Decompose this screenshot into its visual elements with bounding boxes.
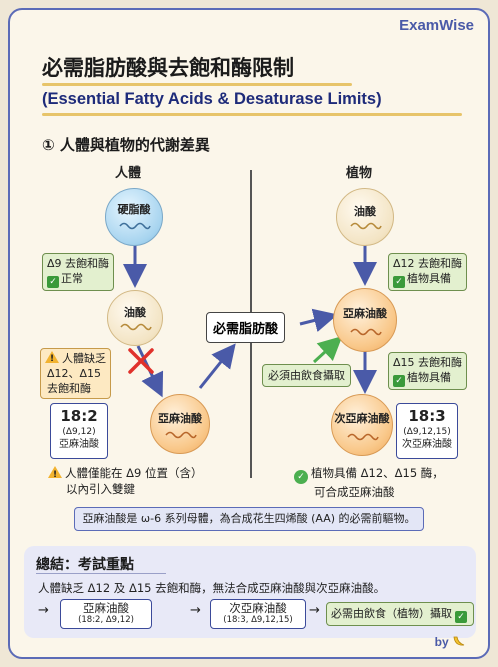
human-d9-enzyme-name: Δ9 去飽和酶: [47, 257, 110, 270]
oleic-acid-label-plant: 油酸: [354, 205, 376, 218]
linoleic-acid-label-plant: 亞麻油酸: [343, 307, 387, 320]
warning-icon: [45, 351, 59, 367]
plant-column-title: 植物: [346, 166, 373, 181]
summary-heading: 總結：考試重點: [36, 557, 134, 573]
wave-icon: [350, 222, 382, 230]
banana-icon: [453, 636, 465, 646]
summary-linolenic-box: 次亞麻油酸 (18:3, Δ9,12,15): [210, 599, 306, 629]
human-notation-name: 亞麻油酸: [59, 439, 99, 450]
wave-icon: [119, 222, 151, 230]
cross-icon: [128, 348, 154, 374]
section-title: ① 人體與植物的代謝差異: [42, 136, 210, 154]
human-note-line1: 人體僅能在 Δ9 位置（含）: [65, 466, 203, 480]
arrow-right-icon: →: [38, 603, 49, 618]
oleic-acid-label-human: 油酸: [124, 306, 146, 319]
summary-linolenic-title: 次亞麻油酸: [229, 601, 287, 615]
summary-linoleic-sub: (18:2, Δ9,12): [78, 615, 134, 625]
human-d9-enzyme-box: Δ9 去飽和酶 ✓正常: [42, 253, 115, 291]
oleic-acid-molecule-human: 油酸: [107, 290, 163, 346]
alpha-linolenic-acid-label: 次亞麻油酸: [334, 412, 390, 425]
summary-linoleic-title: 亞麻油酸: [83, 601, 129, 615]
linoleic-acid-molecule-human: 亞麻油酸: [150, 394, 210, 454]
arrow-right-icon: →: [309, 603, 320, 618]
check-icon: ✓: [393, 375, 405, 387]
plant-d15-enzyme-name: Δ15 去飽和酶: [393, 356, 463, 369]
human-d9-enzyme-status: 正常: [61, 272, 83, 285]
human-missing-enzyme-box: 人體缺乏 Δ12、Δ15 去飽和酶: [40, 348, 111, 399]
plant-note-line2: 可合成亞麻油酸: [314, 485, 395, 499]
title-underline: [42, 83, 352, 86]
summary-diet-text: 必需由飲食（植物）攝取: [331, 607, 452, 620]
stearic-acid-label: 硬脂酸: [117, 203, 151, 216]
alpha-linolenic-acid-molecule: 次亞麻油酸: [331, 394, 393, 456]
info-bar: 亞麻油酸是 ω-6 系列母體，為合成花生四烯酸 (AA) 的必需前驅物。: [74, 507, 424, 531]
human-note-line2: 以內引入雙鍵: [66, 482, 135, 496]
linoleic-acid-molecule-plant: 亞麻油酸: [333, 288, 397, 352]
plant-notation-box: 18:3 (Δ9,12,15) 次亞麻油酸: [396, 403, 458, 459]
human-missing-line3: 去飽和酶: [47, 382, 91, 395]
human-missing-line2: Δ12、Δ15: [47, 367, 102, 380]
human-notation-main: 18:2: [60, 407, 98, 425]
arrow-from-center: [299, 308, 338, 333]
human-column-title: 人體: [115, 166, 142, 181]
plant-d12-enzyme-box: Δ12 去飽和酶 ✓植物具備: [388, 253, 468, 291]
plant-notation-main: 18:3: [408, 407, 446, 425]
arrow-diet: [312, 335, 343, 364]
check-icon: ✓: [47, 276, 59, 288]
page-subtitle: (Essential Fatty Acids & Desaturase Limi…: [42, 90, 382, 108]
infographic-card: ExamWise 必需脂肪酸與去飽和酶限制 (Essential Fatty A…: [8, 8, 490, 659]
plant-note: ✓植物具備 Δ12、Δ15 酶， 可合成亞麻油酸: [294, 465, 444, 500]
byline-text: by: [434, 635, 449, 649]
arrow-to-center: [198, 343, 236, 389]
arrow-right-icon: →: [190, 603, 201, 618]
human-note: 人體僅能在 Δ9 位置（含） 以內引入雙鍵: [48, 465, 203, 497]
summary-diet-box: 必需由飲食（植物）攝取✓: [326, 602, 474, 626]
human-notation-box: 18:2 (Δ9,12) 亞麻油酸: [50, 403, 108, 459]
brand-logo: ExamWise: [399, 17, 474, 34]
plant-d12-enzyme-status: 植物具備: [407, 272, 451, 285]
summary-linoleic-box: 亞麻油酸 (18:2, Δ9,12): [60, 599, 152, 629]
stearic-acid-molecule: 硬脂酸: [105, 188, 163, 246]
summary-divider: [36, 573, 166, 574]
check-icon: ✓: [393, 276, 405, 288]
summary-panel: 總結：考試重點 人體缺乏 Δ12 及 Δ15 去飽和酶，無法合成亞麻油酸與次亞麻…: [24, 546, 476, 638]
warning-icon: [48, 466, 62, 483]
linoleic-acid-label-human: 亞麻油酸: [158, 412, 202, 425]
plant-d12-enzyme-name: Δ12 去飽和酶: [393, 257, 463, 270]
plant-notation-name: 次亞麻油酸: [402, 439, 452, 450]
diet-intake-box: 必須由飲食攝取: [262, 364, 351, 387]
plant-d15-enzyme-box: Δ15 去飽和酶 ✓植物具備: [388, 352, 468, 390]
subtitle-underline: [42, 113, 462, 116]
wave-icon: [165, 431, 197, 439]
wave-icon: [350, 328, 382, 336]
check-circle-icon: ✓: [294, 470, 308, 484]
summary-text: 人體缺乏 Δ12 及 Δ15 去飽和酶，無法合成亞麻油酸與次亞麻油酸。: [38, 581, 386, 595]
wave-icon: [120, 323, 152, 331]
plant-d15-enzyme-status: 植物具備: [407, 371, 451, 384]
essential-fatty-acid-box: 必需脂肪酸: [206, 312, 286, 343]
plant-note-line1: 植物具備 Δ12、Δ15 酶，: [311, 466, 444, 480]
check-icon: ✓: [455, 611, 467, 623]
plant-notation-positions: (Δ9,12,15): [403, 427, 451, 437]
byline: by: [435, 634, 466, 649]
human-missing-line1: 人體缺乏: [62, 352, 106, 365]
wave-icon: [347, 433, 379, 441]
page-title: 必需脂肪酸與去飽和酶限制: [42, 56, 294, 80]
oleic-acid-molecule-plant: 油酸: [336, 188, 394, 246]
human-notation-positions: (Δ9,12): [62, 427, 96, 437]
summary-linolenic-sub: (18:3, Δ9,12,15): [223, 615, 293, 625]
